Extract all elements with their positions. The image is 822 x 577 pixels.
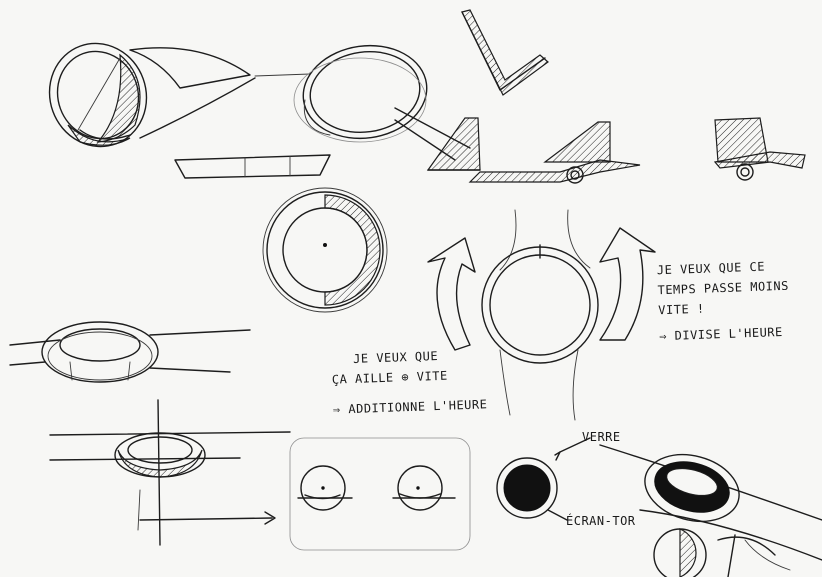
small-rings-panel-sketch <box>289 437 471 551</box>
note-right-line-3: vite ! <box>658 301 705 318</box>
round-watch-sketch <box>293 44 471 161</box>
corner-sketches <box>653 528 791 577</box>
glass-label: verre <box>582 430 621 444</box>
profile-u-sketch <box>461 9 549 96</box>
band-strip-sketch <box>174 154 331 179</box>
note-right: je veux que ce temps passe moins vite ! … <box>657 256 791 347</box>
note-center: je veux que ça aille ⊕ vite ⇒ additionne… <box>331 344 488 419</box>
side-profile-sketches <box>426 117 806 184</box>
glass-disk-sketch <box>496 437 591 521</box>
note-center-line-2: ça aille ⊕ vite <box>331 368 448 387</box>
torus-band-sketch <box>9 321 251 383</box>
dark-ring-band-sketch <box>599 444 822 561</box>
tilted-watch-sketch <box>48 42 311 148</box>
wrist-watch-arrows-sketch <box>427 209 656 421</box>
screen-label: écran-tor <box>566 514 636 528</box>
front-watch-face-sketch <box>262 187 388 313</box>
ring-axes-sketch <box>49 399 291 546</box>
